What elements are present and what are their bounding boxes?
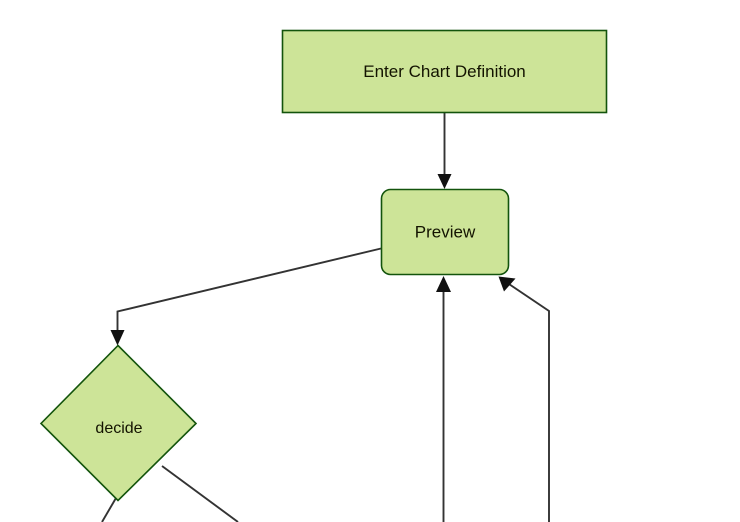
arrowhead-icon xyxy=(498,276,516,292)
edge-bottom-right-to-preview xyxy=(498,276,550,522)
node-enter-chart-definition[interactable]: Enter Chart Definition xyxy=(281,29,608,114)
edge-preview-to-decide xyxy=(110,247,382,346)
edge-line xyxy=(101,497,117,522)
edge-line xyxy=(161,465,239,522)
arrowhead-icon xyxy=(436,276,451,292)
edge-decide-to-offscreen-right xyxy=(161,465,239,522)
arrowhead-icon xyxy=(437,174,452,189)
edge-line xyxy=(116,247,382,338)
node-diamond-shape[interactable] xyxy=(39,344,198,502)
edge-decide-to-offscreen-left xyxy=(101,497,117,522)
node-label-preview: Preview xyxy=(415,222,476,241)
edge-enter-to-preview xyxy=(437,113,452,189)
edge-bottom-center-to-preview xyxy=(436,276,451,522)
node-layer: Enter Chart Definition Preview decide xyxy=(39,29,608,502)
edge-line xyxy=(505,281,550,522)
node-preview[interactable]: Preview xyxy=(380,188,510,276)
node-label-enter-chart-definition: Enter Chart Definition xyxy=(363,62,526,81)
node-label-decide: decide xyxy=(95,420,142,437)
node-decide[interactable]: decide xyxy=(39,344,198,502)
edge-layer xyxy=(101,113,550,522)
node-rectangle-shape[interactable] xyxy=(281,29,608,114)
arrowhead-icon xyxy=(110,330,125,346)
node-rounded-rectangle-shape[interactable] xyxy=(380,188,510,276)
